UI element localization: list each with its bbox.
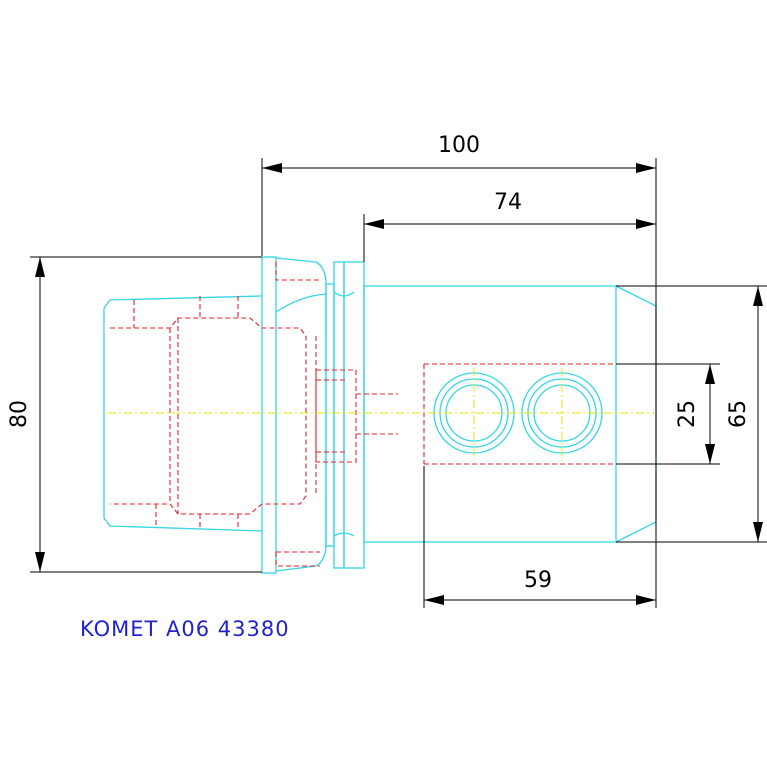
hidden-lines (110, 262, 656, 567)
dim-overall-length: 100 (438, 133, 480, 158)
part-outline (103, 256, 657, 574)
dim-bore-spacing: 25 (675, 400, 700, 428)
dimension-lines (30, 158, 767, 608)
dim-bore-offset: 59 (524, 568, 552, 593)
dim-body-length: 74 (494, 190, 522, 215)
part-number-caption: KOMET A06 43380 (80, 617, 290, 641)
dim-flange-diameter: 80 (7, 400, 32, 428)
center-lines (108, 368, 654, 460)
dim-body-diameter: 65 (726, 400, 751, 428)
